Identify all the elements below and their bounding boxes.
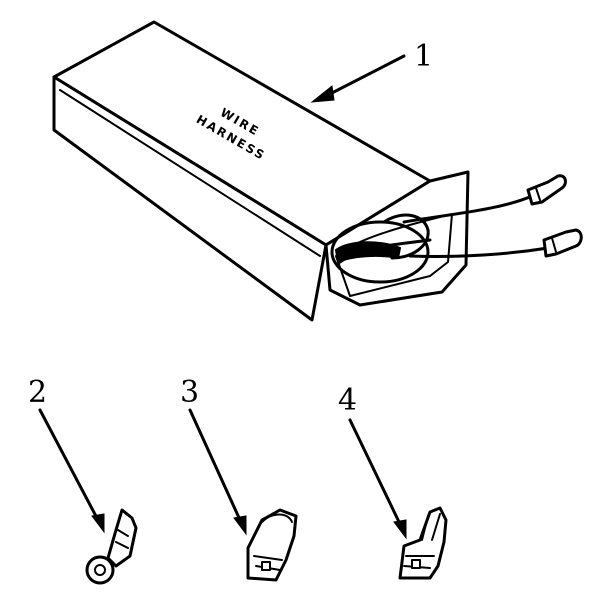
callout-4-leader-line [348,418,402,526]
callout-4-number: 4 [338,383,357,418]
wire-harness-assembly: WIRE HARNESS [52,20,583,322]
callout-4: 4 [338,383,407,540]
callout-1: 1 [310,39,433,103]
callout-3-number: 3 [180,375,199,410]
upper-quick-connect-terminal [526,174,567,206]
wire-bundle [334,241,402,264]
callout-1-leader-line [324,54,406,98]
callout-3-arrowhead [233,515,247,536]
wire-coil [330,220,430,284]
callout-2: 2 [28,375,105,534]
callout-2-number: 2 [28,375,47,410]
lower-quick-connect-terminal [542,228,583,258]
callout-4-arrowhead [393,519,407,540]
callout-2-leader-line [38,408,100,522]
box-front-face [52,75,328,322]
wire-coil-loop [382,213,430,260]
callout-3: 3 [180,375,247,536]
spade-terminal [398,506,448,580]
ring-terminal [85,508,138,585]
box-end-flap [324,170,470,307]
flag-terminal [246,508,298,582]
callout-1-arrowhead [310,85,335,103]
callout-1-number: 1 [414,39,433,74]
box-front-inner-edge [59,89,321,257]
callout-2-arrowhead [91,513,105,534]
wire-lead-lower [408,246,550,259]
callout-3-leader-line [188,408,242,522]
wire-lead-upper [402,194,534,224]
